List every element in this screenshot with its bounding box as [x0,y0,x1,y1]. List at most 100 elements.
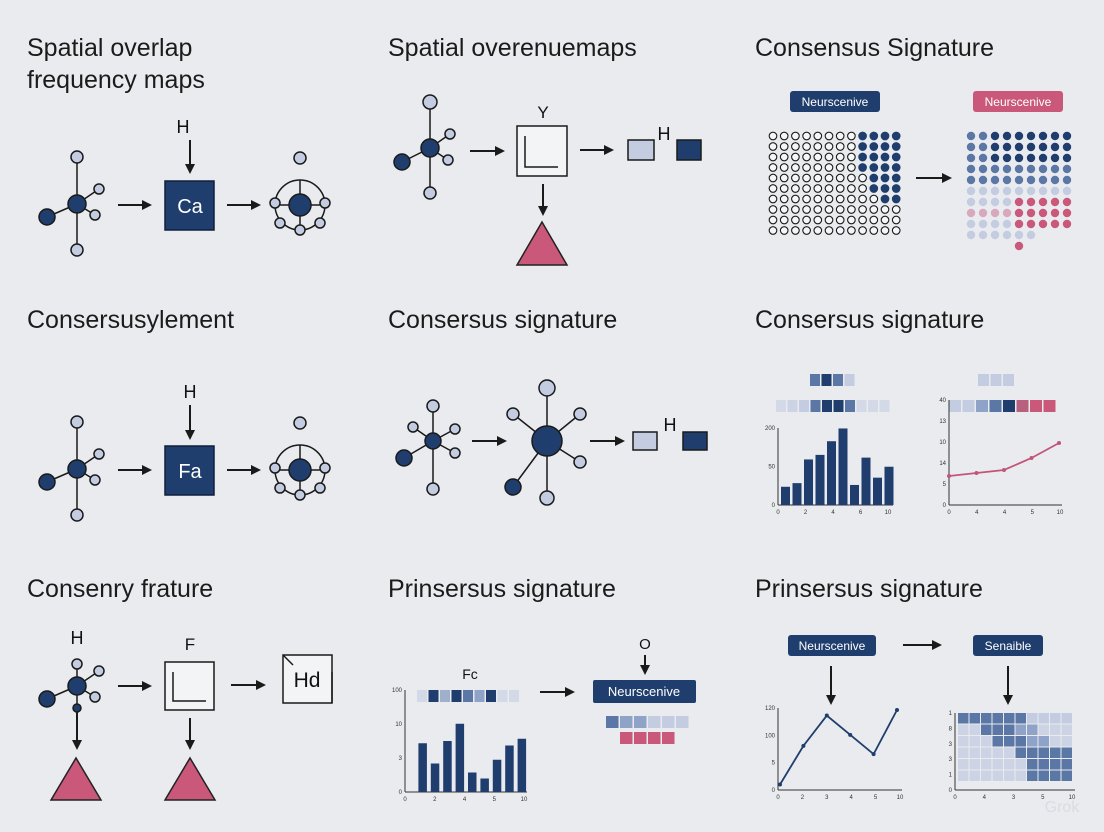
network-node [422,94,438,110]
neurscenive-box-label: Neurscenive [608,684,680,699]
heatmap-cell [1027,736,1038,747]
signature-tile [810,400,821,412]
grid-dot [1014,208,1024,218]
grid-dot [813,173,823,183]
grid-dot [824,152,834,162]
signature-tile [440,690,450,702]
signature-tile [463,690,473,702]
network-node [449,423,461,435]
grid-dot [1038,175,1048,185]
panel-8-title: Prinsersus signature [388,575,616,603]
grid-dot [791,226,800,235]
data-point [947,474,951,478]
network-node [504,478,522,496]
signature-tile [620,732,633,744]
network-icon [393,94,456,200]
x-tick-label: 0 [403,797,407,803]
heatmap-cell [969,770,980,781]
grid-dot [891,205,901,214]
heatmap-cell [992,747,1003,758]
grid-dot [1014,241,1024,251]
ring-node [274,217,286,229]
grid-dot [966,208,976,218]
network-node [506,407,520,421]
bar [792,483,802,505]
heatmap-cell [1050,747,1061,758]
grid-dot [990,197,1000,207]
network-hub-node [67,194,87,214]
grid-dot [824,194,834,204]
grid-dot [990,230,1000,240]
grid-dot [813,226,823,235]
grid-dot [791,152,800,162]
heatmap-cell [1050,736,1061,747]
heatmap-cell [1050,759,1061,770]
grid-dot [891,194,901,204]
grid-dot [869,131,879,141]
grid-dot [858,152,867,162]
h-label: H [177,117,190,137]
heatmap-cell [981,736,992,747]
signature-tile [417,690,427,702]
y-tick-label: 1 [949,711,953,717]
grid-dot [869,215,879,225]
grid-dot [891,215,901,225]
network-icon [504,379,587,506]
grid-dot [891,152,901,162]
heatmap-cell [1038,759,1049,770]
heatmap-cell [992,759,1003,770]
grid-dot [791,173,800,183]
grid-dot [847,173,856,183]
grid-dot [791,142,800,151]
grid-dot [1026,197,1036,207]
heatmap-cell [1038,770,1049,781]
heatmap-cell [958,736,969,747]
grid-dot [1014,164,1024,174]
h-label: H [184,382,197,402]
data-point [974,471,979,475]
signature-tile [976,400,988,412]
network-node [38,473,56,491]
h-label: H [664,415,677,435]
navy-box [682,431,708,451]
ring-node-icon [269,151,331,236]
x-tick-label: 2 [801,795,805,801]
panel-4-title: Consersusylement [27,306,234,334]
grid-dot [869,173,879,183]
grid-dot [791,131,800,141]
grid-dot [990,142,1000,152]
grid-dot [813,194,823,204]
neurscenive-box [593,680,696,703]
grid-dot [880,226,890,235]
grid-dot [990,175,1000,185]
grid-dot [990,208,1000,218]
network-node [538,379,556,397]
y-tick-label: 0 [949,788,953,794]
grid-dot [1050,142,1060,152]
grid-dot [768,226,778,235]
panel-4: H Fa [38,382,331,522]
grid-dot [978,131,988,141]
grid-dot [978,197,988,207]
heatmap-cell [1015,724,1026,735]
y-tick-label: 10 [395,722,402,728]
grid-dot [880,152,890,162]
y-tick-label: 40 [939,398,946,404]
x-tick-label: 6 [859,510,863,516]
network-node [71,658,83,670]
grid-dot [1038,197,1048,207]
y-tick-label: 0 [772,503,776,509]
bar [838,428,848,505]
grid-dot [779,194,789,204]
signature-tile [509,690,519,702]
panel-2: Y H [393,94,702,266]
grid-dot [802,194,811,204]
x-tick-label: 0 [947,510,951,516]
grid-dot [978,186,988,196]
grid-dot [1062,142,1072,152]
bar [804,459,813,505]
grid-dot [779,205,789,214]
y-tick-label: 200 [765,426,776,432]
grid-dot [779,131,789,141]
